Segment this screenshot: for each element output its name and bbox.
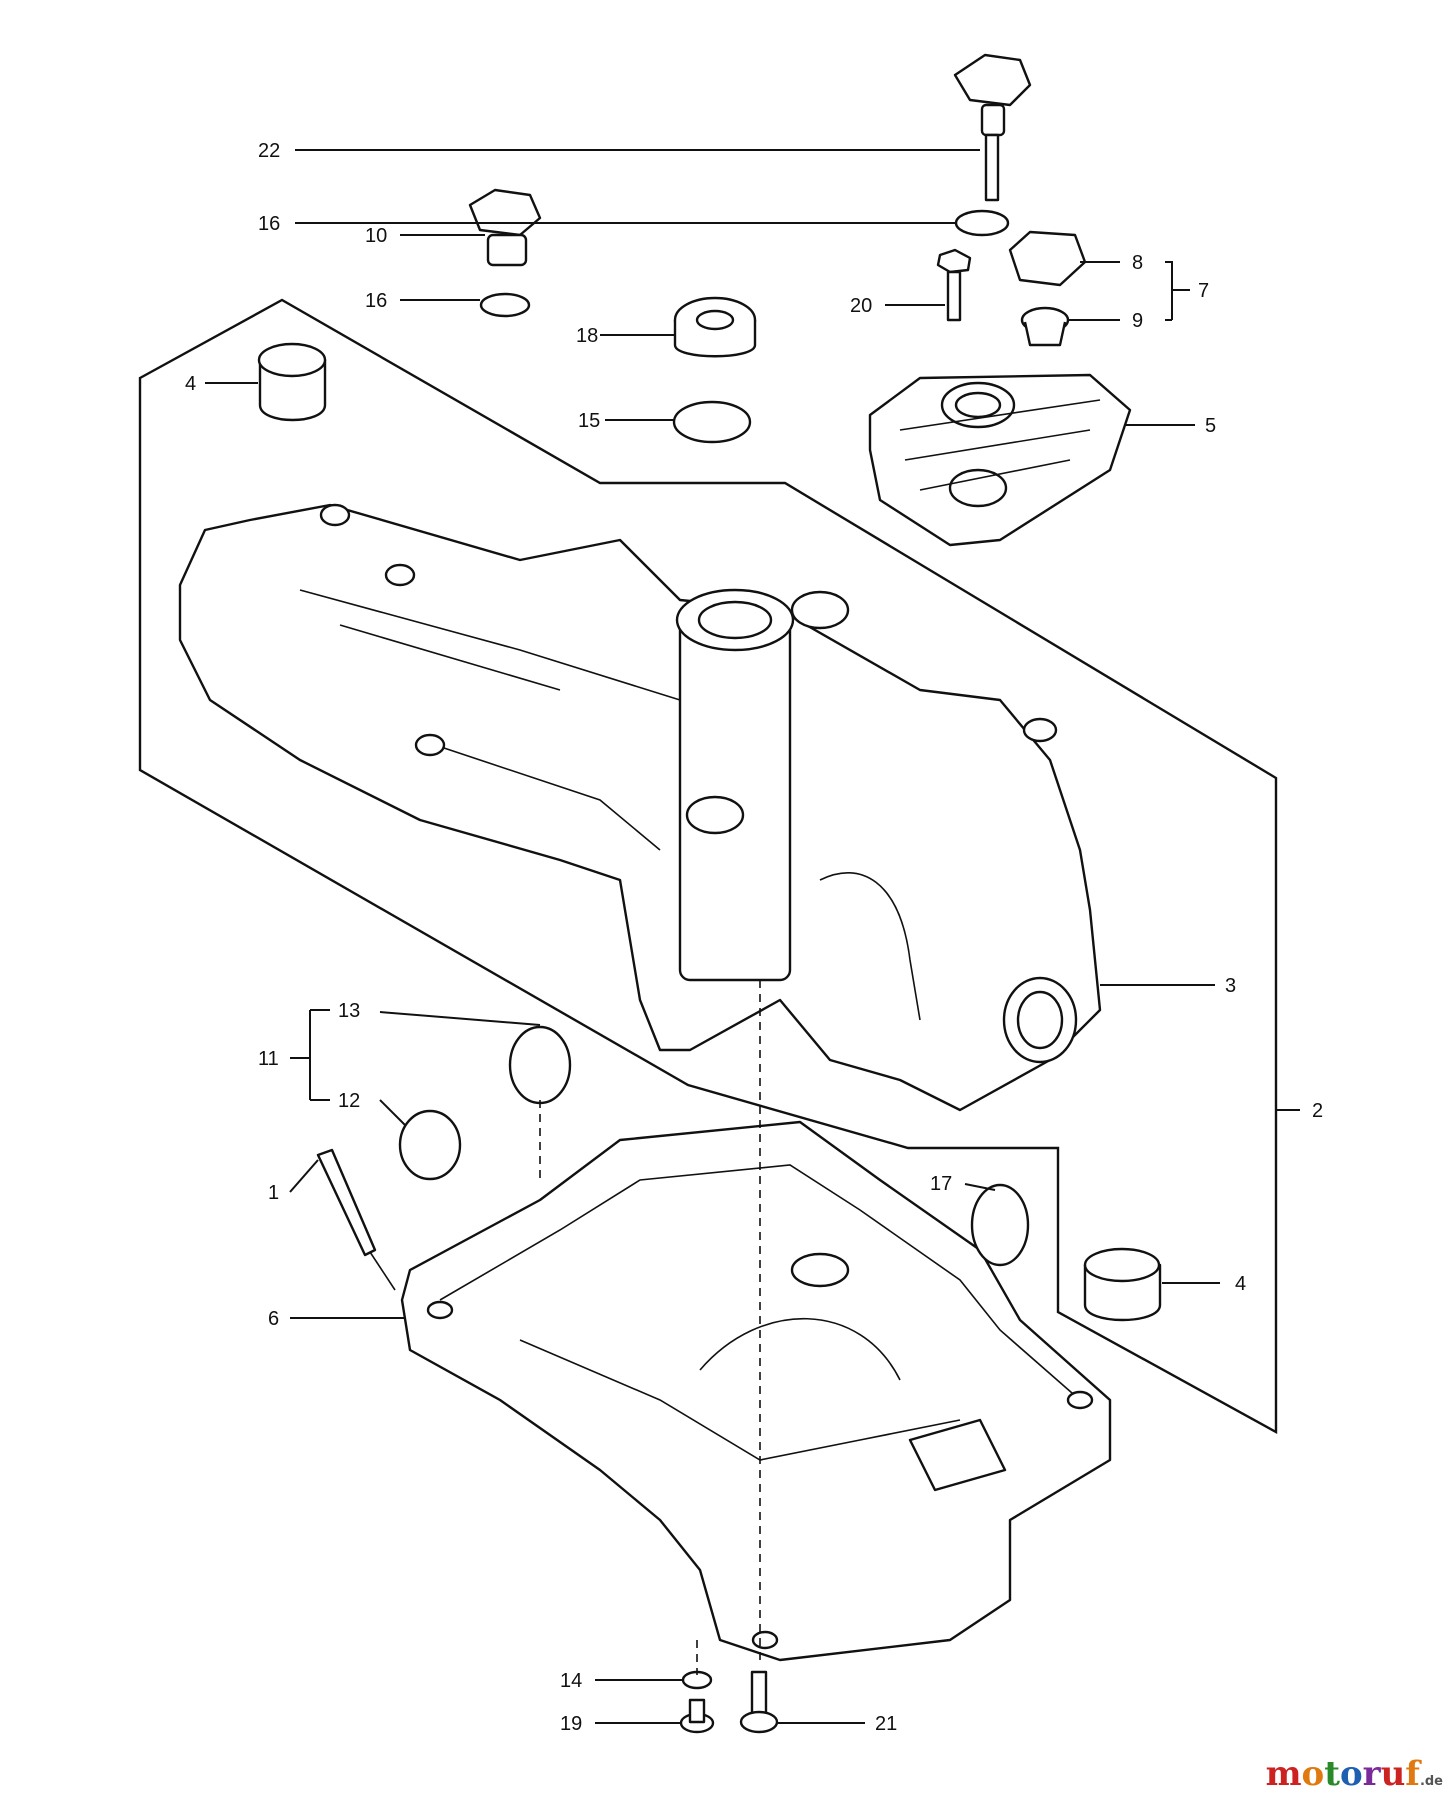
callout-18: 18 xyxy=(576,325,598,347)
leader-lines xyxy=(205,149,1300,1724)
callout-16-left: 16 xyxy=(365,290,387,312)
watermark-suffix: .de xyxy=(1419,1774,1443,1789)
callout-15: 15 xyxy=(578,410,600,432)
callout-22: 22 xyxy=(258,140,280,162)
callout-17: 17 xyxy=(930,1173,952,1195)
motoruf-watermark: motoruf.de xyxy=(1266,1754,1443,1794)
callout-4-top: 4 xyxy=(185,373,196,395)
assembly-2-outline xyxy=(138,298,1278,1435)
callout-20: 20 xyxy=(850,295,872,317)
plug-part-9 xyxy=(1020,306,1070,347)
bolt-part-21 xyxy=(739,1670,779,1734)
callout-8: 8 xyxy=(1132,252,1143,274)
callout-7: 7 xyxy=(1198,280,1209,302)
callout-1: 1 xyxy=(268,1182,279,1204)
callout-9: 9 xyxy=(1132,310,1143,332)
callout-4-bottom: 4 xyxy=(1235,1273,1246,1295)
bolt-part-20 xyxy=(936,248,972,322)
callout-12: 12 xyxy=(338,1090,360,1112)
watermark-brand: motoruf xyxy=(1265,1754,1420,1794)
o-ring-16-top xyxy=(954,209,1010,237)
seal-part-17 xyxy=(970,1183,1030,1267)
cap-part-10 xyxy=(468,188,542,267)
bolt-part-19 xyxy=(679,1698,715,1734)
callout-5: 5 xyxy=(1205,415,1216,437)
callout-13: 13 xyxy=(338,1000,360,1022)
bearing-part-18 xyxy=(673,296,757,358)
callout-16-top: 16 xyxy=(258,213,280,235)
bushing-4-top xyxy=(257,342,327,422)
callout-10: 10 xyxy=(365,225,387,247)
callout-21: 21 xyxy=(875,1713,897,1735)
pin-part-1 xyxy=(316,1148,396,1291)
seal-part-13 xyxy=(508,1025,572,1105)
snap-ring-part-15 xyxy=(672,400,752,444)
callout-6: 6 xyxy=(268,1308,279,1330)
cap-part-8 xyxy=(1008,230,1087,287)
callout-2: 2 xyxy=(1312,1100,1323,1122)
callout-labels: 22 16 8 7 10 16 20 9 18 4 15 5 3 13 11 1… xyxy=(185,140,1323,1735)
dipstick-part-22 xyxy=(953,53,1032,202)
bushing-4-bottom xyxy=(1083,1247,1162,1322)
o-ring-16-left xyxy=(479,292,531,318)
callout-11: 11 xyxy=(258,1048,279,1070)
cap-part-12 xyxy=(398,1109,462,1181)
callout-19: 19 xyxy=(560,1713,582,1735)
callout-3: 3 xyxy=(1225,975,1236,997)
cover-plate-part-5 xyxy=(868,373,1132,547)
callout-14: 14 xyxy=(560,1670,582,1692)
lower-case-part-6 xyxy=(400,1120,1112,1662)
upper-case-part-3 xyxy=(178,503,1102,1112)
